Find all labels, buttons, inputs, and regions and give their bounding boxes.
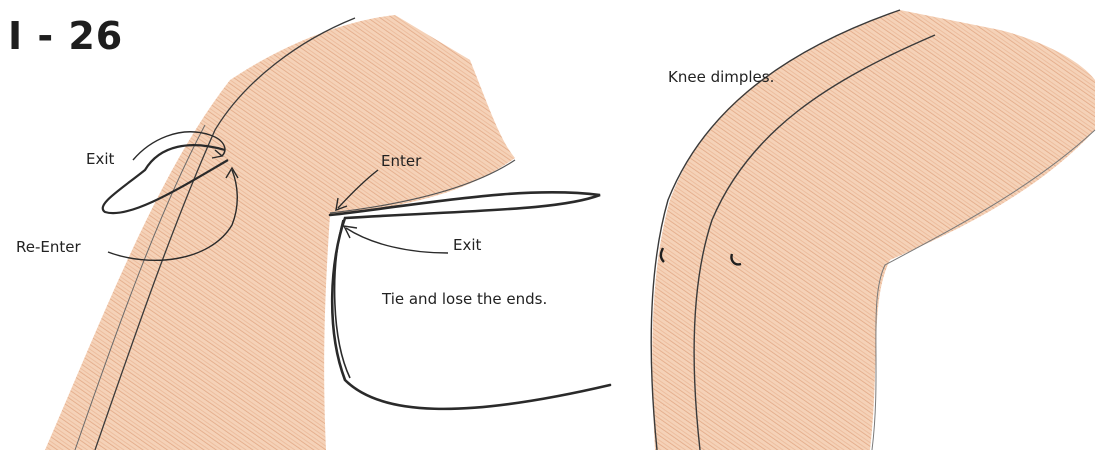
label-re-enter: Re-Enter [16,238,81,256]
label-exit-bottom: Exit [453,236,481,254]
label-exit-top: Exit [86,150,114,168]
arrow-exit-bottom-head [344,226,357,238]
figure-title: I - 26 [8,14,123,58]
label-enter: Enter [381,152,421,170]
label-knee-dimples: Knee dimples. [668,68,774,86]
arrow-exit-bottom [346,228,448,253]
label-tie-note: Tie and lose the ends. [382,290,547,308]
left-leg-shape [45,15,515,450]
